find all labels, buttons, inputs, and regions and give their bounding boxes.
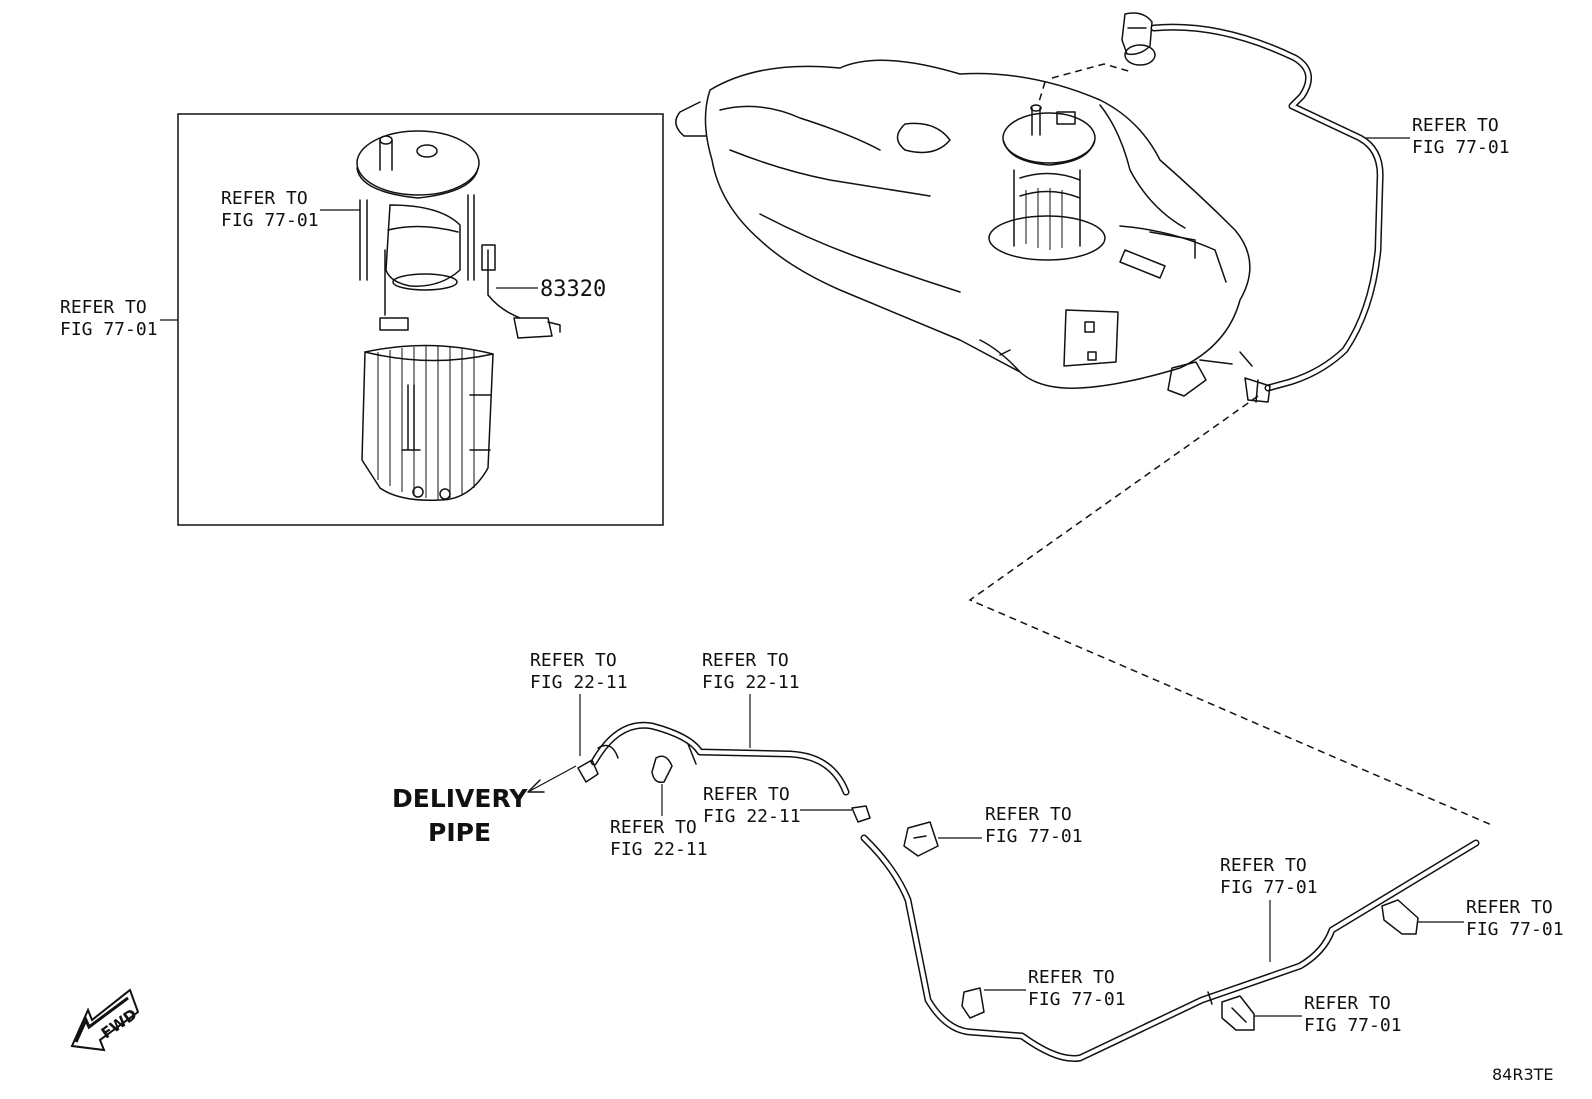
callout-hose-joint: REFER TO FIG 22-11: [703, 784, 852, 827]
callout-delivery-hose: REFER TO FIG 22-11: [702, 650, 800, 748]
callout-pipe-main: REFER TO FIG 77-01: [1220, 855, 1318, 962]
label-refer-to: REFER TO: [703, 784, 790, 805]
label-fig: FIG 77-01: [1220, 877, 1318, 898]
fuel-pump-cup: [361, 344, 494, 501]
label-refer-to: REFER TO: [60, 297, 147, 318]
callout-filler-tube: REFER TO FIG 77-01: [1366, 115, 1510, 158]
label-fig: FIG 22-11: [610, 839, 708, 860]
clip-pipe-lower: [961, 987, 985, 1019]
callout-hose-bracket: REFER TO FIG 22-11: [610, 784, 708, 860]
label-refer-to: REFER TO: [1028, 967, 1115, 988]
delivery-pipe-arrow: [527, 765, 577, 793]
clip-pipe-upper: [903, 821, 939, 857]
clip-pipe-mid: [1221, 995, 1255, 1031]
fuel-pipe-main: [860, 834, 1480, 1063]
fuel-hose-delivery: [590, 721, 850, 796]
label-fig: FIG 22-11: [703, 806, 801, 827]
callout-pump-assembly: REFER TO FIG 77-01: [60, 297, 178, 340]
label-fig: FIG 22-11: [530, 672, 628, 693]
callout-part-83320: 83320: [496, 277, 606, 302]
inset-box: [177, 113, 664, 526]
callout-clip-lower: REFER TO FIG 77-01: [984, 967, 1126, 1010]
label-refer-to: REFER TO: [985, 804, 1072, 825]
clip-hose-joint: [851, 805, 871, 823]
label-pipe: PIPE: [428, 818, 491, 847]
label-fig: FIG 77-01: [221, 210, 319, 231]
label-refer-to: REFER TO: [1220, 855, 1307, 876]
fuel-tank: [675, 59, 1253, 397]
clip-hose-bracket: [651, 755, 673, 784]
diagram-code: 84R3TE: [1492, 1065, 1554, 1084]
label-delivery: DELIVERY: [392, 784, 528, 813]
fuel-pump-assembly: [356, 130, 561, 339]
clip-connector-left: [577, 759, 599, 783]
dashed-leaders: [968, 63, 1495, 827]
callout-pump-flange: REFER TO FIG 77-01: [221, 188, 360, 231]
label-refer-to: REFER TO: [610, 817, 697, 838]
callout-clip-mid: REFER TO FIG 77-01: [1254, 993, 1402, 1036]
label-refer-to: REFER TO: [1466, 897, 1553, 918]
label-fig: FIG 77-01: [60, 319, 158, 340]
label-fig: FIG 22-11: [702, 672, 800, 693]
label-fig: FIG 77-01: [985, 826, 1083, 847]
label-fig: FIG 77-01: [1412, 137, 1510, 158]
label-fig: FIG 77-01: [1304, 1015, 1402, 1036]
delivery-pipe-label: DELIVERY PIPE: [392, 784, 528, 847]
callout-clip-right: REFER TO FIG 77-01: [1418, 897, 1564, 940]
fuel-filler-connector: [1121, 12, 1156, 66]
label-fig: FIG 77-01: [1466, 919, 1564, 940]
label-fig: FIG 77-01: [1028, 989, 1126, 1010]
clip-pipe-right: [1381, 899, 1419, 935]
label-refer-to: REFER TO: [221, 188, 308, 209]
label-refer-to: REFER TO: [530, 650, 617, 671]
fwd-arrow: FWD: [70, 988, 140, 1052]
label-refer-to: REFER TO: [1412, 115, 1499, 136]
callout-connector-left: REFER TO FIG 22-11: [530, 650, 628, 756]
label-refer-to: REFER TO: [1304, 993, 1391, 1014]
callout-clip-upper: REFER TO FIG 77-01: [938, 804, 1083, 847]
filler-tube: [1150, 23, 1384, 403]
label-refer-to: REFER TO: [702, 650, 789, 671]
part-number-83320: 83320: [540, 277, 606, 302]
